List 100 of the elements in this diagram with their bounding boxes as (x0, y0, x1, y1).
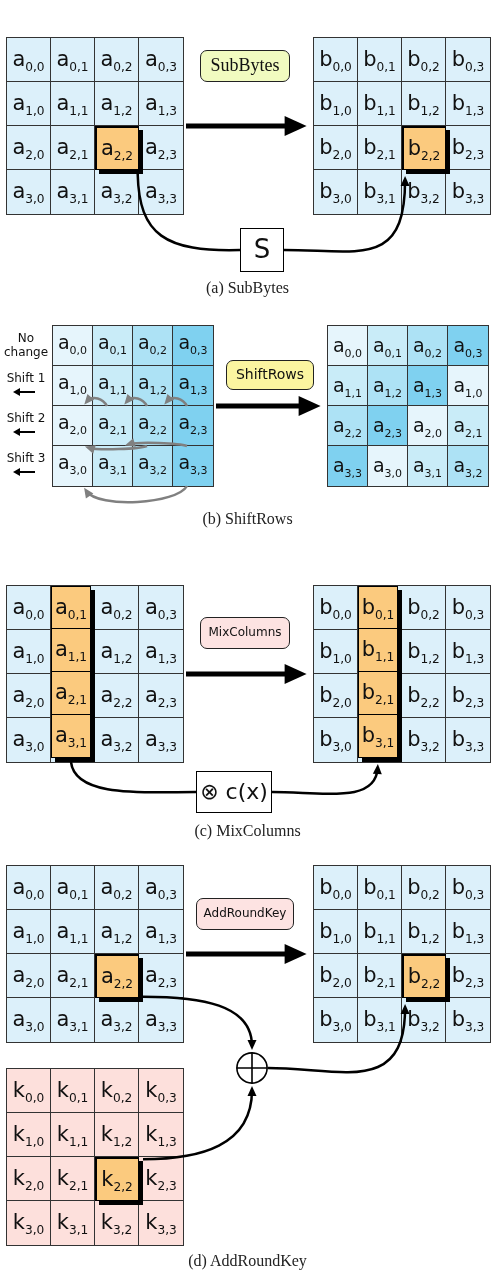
curved-arrow (283, 176, 410, 253)
curved-arrow (124, 438, 188, 448)
highlighted-cell: a$_{2,1}$ (51, 672, 91, 715)
arrow (186, 944, 307, 964)
highlighted-cell: k$_{2,2}$ (95, 1157, 143, 1205)
matrix-cell: a$_{0,0}$ (328, 326, 368, 366)
matrix-cell: a$_{0,3}$ (448, 326, 488, 366)
matrix-cell: a$_{0,0}$ (53, 326, 93, 366)
matrix-cell: k$_{2,0}$ (7, 1157, 51, 1201)
matrix-cell: b$_{2,0}$ (314, 126, 358, 170)
state-matrix (52, 325, 214, 487)
matrix-cell: a$_{1,2}$ (95, 82, 139, 126)
operation-label: AddRoundKey (196, 898, 294, 930)
matrix-cell: a$_{2,3}$ (368, 406, 408, 446)
highlighted-cell: b$_{1,1}$ (358, 629, 398, 672)
matrix-cell: a$_{0,1}$ (51, 38, 95, 82)
matrix-cell: b$_{0,0}$ (314, 586, 358, 630)
matrix-cell: a$_{2,2}$ (95, 674, 139, 718)
matrix-cell: a$_{3,2}$ (133, 446, 173, 486)
matrix-cell: a$_{1,0}$ (53, 366, 93, 406)
matrix-cell: a$_{2,1}$ (51, 954, 95, 998)
substitution-box: S (240, 228, 284, 272)
state-matrix (313, 865, 491, 1043)
matrix-cell: b$_{1,1}$ (358, 82, 402, 126)
state-matrix (313, 37, 491, 215)
matrix-cell: a$_{1,2}$ (133, 366, 173, 406)
matrix-cell: b$_{2,0}$ (314, 674, 358, 718)
matrix-cell: k$_{1,1}$ (51, 1113, 95, 1157)
operation-label: ShiftRows (226, 360, 314, 390)
matrix-cell: a$_{2,1}$ (448, 406, 488, 446)
highlighted-cell: b$_{2,2}$ (402, 954, 450, 1002)
row-label: Shift 3 (6, 452, 46, 466)
polynomial-box: ⊗ c(x) (196, 771, 272, 813)
matrix-cell: a$_{1,0}$ (7, 82, 51, 126)
state-matrix (6, 37, 184, 215)
matrix-cell: a$_{1,1}$ (328, 366, 368, 406)
curved-arrow (84, 394, 109, 407)
matrix-cell: a$_{0,0}$ (7, 866, 51, 910)
matrix-cell: b$_{1,2}$ (402, 630, 446, 674)
matrix-cell: a$_{3,1}$ (93, 446, 133, 486)
operation-label: SubBytes (200, 50, 290, 82)
figure-caption: (c) MixColumns (194, 822, 301, 841)
matrix-cell: a$_{0,2}$ (133, 326, 173, 366)
row-label: Shift 1 (6, 372, 46, 386)
arrow (216, 396, 321, 416)
highlighted-cell: b$_{3,1}$ (358, 715, 398, 758)
matrix-cell: a$_{1,2}$ (95, 910, 139, 954)
highlighted-column (358, 586, 402, 762)
arrow (186, 664, 307, 684)
matrix-cell: k$_{2,1}$ (51, 1157, 95, 1201)
matrix-cell: a$_{2,0}$ (7, 954, 51, 998)
arrow (186, 116, 307, 136)
highlighted-cell: b$_{2,2}$ (402, 126, 450, 174)
matrix-cell: b$_{2,1}$ (358, 126, 402, 170)
key-matrix (6, 1068, 184, 1246)
matrix-cell: b$_{2,2}$ (402, 674, 446, 718)
matrix-cell: a$_{0,1}$ (51, 866, 95, 910)
matrix-cell: b$_{0,1}$ (358, 38, 402, 82)
curved-arrow (164, 394, 189, 407)
matrix-cell: a$_{0,2}$ (95, 586, 139, 630)
matrix-cell: a$_{1,0}$ (7, 910, 51, 954)
matrix-cell: b$_{0,2}$ (402, 866, 446, 910)
row-label: No change (3, 332, 49, 360)
matrix-cell: b$_{1,0}$ (314, 82, 358, 126)
highlighted-cell: a$_{2,2}$ (95, 954, 143, 1002)
matrix-cell: b$_{0,2}$ (402, 586, 446, 630)
highlighted-cell: a$_{2,2}$ (95, 126, 143, 174)
matrix-cell: a$_{0,2}$ (95, 38, 139, 82)
highlighted-cell: b$_{0,1}$ (358, 586, 398, 629)
matrix-cell: a$_{0,1}$ (93, 326, 133, 366)
figure-caption: (a) SubBytes (205, 279, 290, 298)
matrix-cell: k$_{0,1}$ (51, 1069, 95, 1113)
matrix-cell: a$_{2,1}$ (51, 126, 95, 170)
curved-arrow (267, 1004, 410, 1074)
matrix-cell: a$_{1,2}$ (95, 630, 139, 674)
matrix-cell: b$_{0,0}$ (314, 866, 358, 910)
matrix-cell: a$_{3,2}$ (448, 446, 488, 486)
curved-arrow (271, 764, 381, 796)
matrix-cell: a$_{0,2}$ (408, 326, 448, 366)
curved-arrow (84, 444, 148, 454)
figure-caption: (d) AddRoundKey (188, 1252, 307, 1271)
matrix-cell: b$_{2,1}$ (358, 954, 402, 998)
matrix-cell: a$_{1,0}$ (7, 630, 51, 674)
matrix-cell: b$_{1,1}$ (358, 910, 402, 954)
matrix-cell: a$_{0,0}$ (7, 38, 51, 82)
matrix-cell: b$_{0,2}$ (402, 38, 446, 82)
matrix-cell: a$_{2,2}$ (328, 406, 368, 446)
matrix-cell: a$_{2,0}$ (53, 406, 93, 446)
matrix-cell: a$_{2,0}$ (408, 406, 448, 446)
state-matrix (6, 585, 184, 763)
matrix-cell: a$_{2,1}$ (93, 406, 133, 446)
matrix-cell: b$_{1,0}$ (314, 630, 358, 674)
matrix-cell: b$_{1,0}$ (314, 910, 358, 954)
matrix-cell: a$_{0,0}$ (7, 586, 51, 630)
matrix-cell: k$_{1,0}$ (7, 1113, 51, 1157)
curved-arrow (83, 485, 188, 504)
matrix-cell: a$_{1,3}$ (173, 366, 213, 406)
matrix-cell: b$_{0,0}$ (314, 38, 358, 82)
matrix-cell: a$_{3,3}$ (328, 446, 368, 486)
matrix-cell: a$_{0,1}$ (368, 326, 408, 366)
